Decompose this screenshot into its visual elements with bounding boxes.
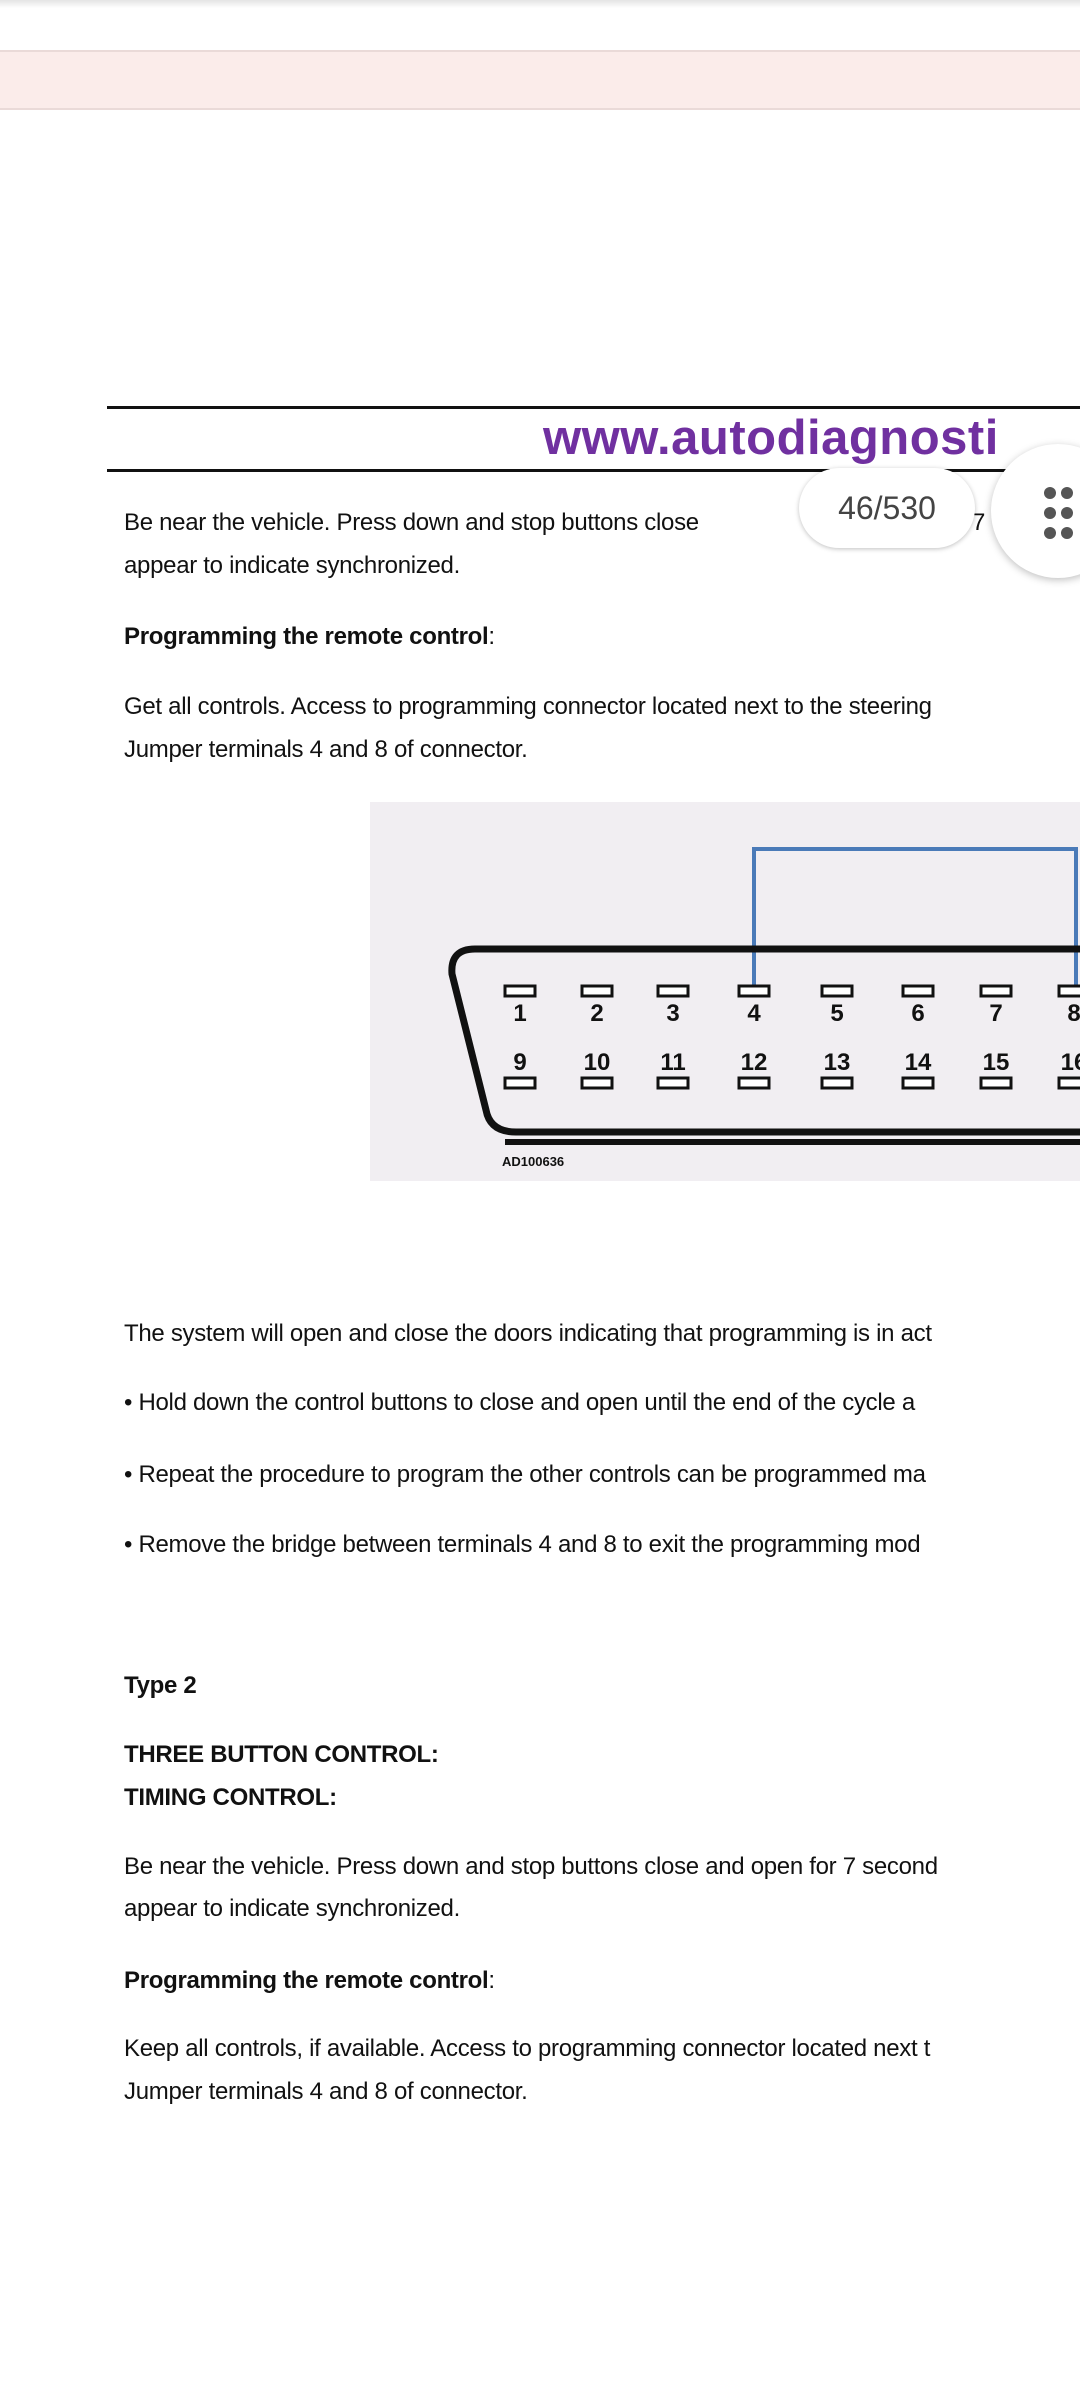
pin-label: 11	[660, 1049, 685, 1076]
connector-outline	[448, 945, 1080, 1136]
paragraph-line: Keep all controls, if available. Access …	[124, 2035, 931, 2062]
section-heading: Programming the remote control:	[124, 1967, 495, 1994]
pin	[580, 1076, 614, 1090]
bullet-item: • Hold down the control buttons to close…	[124, 1389, 915, 1416]
pin	[1057, 1076, 1080, 1090]
pin-label: 14	[905, 1049, 932, 1076]
paragraph-line: The system will open and close the doors…	[124, 1320, 932, 1347]
pin	[1057, 984, 1080, 998]
paragraph-line: appear to indicate synchronized.	[124, 552, 460, 579]
pin	[901, 1076, 935, 1090]
pin-label: 16	[1061, 1049, 1080, 1076]
pin-label: 12	[741, 1049, 768, 1076]
connector-diagram: 1 9 2 10 3 11 4 12 5 13 6 14 7 15 8 16 AD100636	[370, 802, 1080, 1181]
section-heading: THREE BUTTON CONTROL:	[124, 1741, 439, 1768]
paragraph-line: Jumper terminals 4 and 8 of connector.	[124, 736, 528, 763]
type-heading: Type 2	[124, 1672, 197, 1699]
pin-label: 3	[666, 1000, 679, 1027]
pin-label: 13	[824, 1049, 851, 1076]
pin	[979, 1076, 1013, 1090]
diagram-code: AD100636	[502, 1154, 564, 1169]
pin	[820, 984, 854, 998]
paragraph-line: Get all controls. Access to programming …	[124, 693, 932, 720]
header-website: www.autodiagnosti	[543, 411, 999, 465]
page-indicator: 46/530	[799, 468, 975, 548]
pin-label: 5	[830, 1000, 843, 1027]
paragraph-line: Be near the vehicle. Press down and stop…	[124, 1853, 938, 1880]
drag-handle[interactable]	[991, 444, 1080, 578]
header-rule-bottom	[107, 469, 1080, 472]
bullet-item: • Repeat the procedure to program the ot…	[124, 1461, 926, 1488]
pin	[656, 1076, 690, 1090]
bullet-item: • Remove the bridge between terminals 4 …	[124, 1531, 921, 1558]
pin-label: 1	[513, 1000, 526, 1027]
pin-label: 8	[1067, 1000, 1080, 1027]
pin	[503, 1076, 537, 1090]
pin	[737, 1076, 771, 1090]
status-bar-shadow	[0, 0, 1080, 8]
paragraph-line: Be near the vehicle. Press down and stop…	[124, 509, 986, 536]
paragraph-line: Jumper terminals 4 and 8 of connector.	[124, 2078, 528, 2105]
pin	[901, 984, 935, 998]
pin	[979, 984, 1013, 998]
pin-label: 7	[989, 1000, 1002, 1027]
pin-label: 6	[911, 1000, 924, 1027]
section-heading: Programming the remote control:	[124, 623, 495, 650]
pin-label: 15	[983, 1049, 1010, 1076]
section-heading: TIMING CONTROL:	[124, 1784, 337, 1811]
pin-label: 4	[747, 1000, 761, 1027]
pin	[656, 984, 690, 998]
jumper-wire	[752, 847, 1078, 988]
pin	[820, 1076, 854, 1090]
header-rule-top	[107, 406, 1080, 409]
paragraph-line: appear to indicate synchronized.	[124, 1895, 460, 1922]
pin	[503, 984, 537, 998]
pin-label: 9	[513, 1049, 526, 1076]
pin-label: 2	[590, 1000, 603, 1027]
pin-label: 10	[584, 1049, 611, 1076]
pin	[580, 984, 614, 998]
top-banner	[0, 50, 1080, 110]
pin	[737, 984, 771, 998]
